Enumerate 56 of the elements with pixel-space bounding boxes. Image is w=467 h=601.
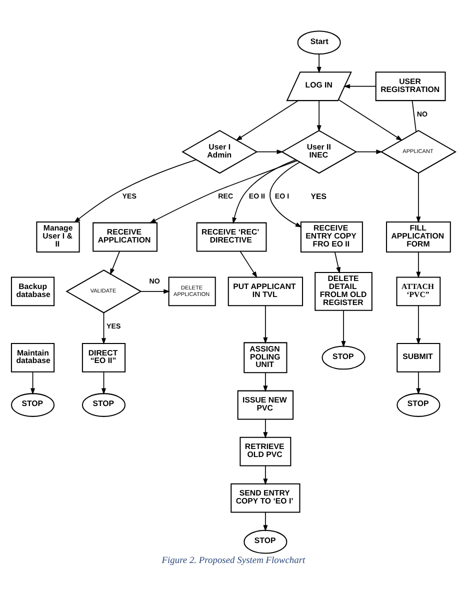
node-box: USER REGISTRATION [375,72,446,102]
node-ellipse: STOP [396,393,440,417]
node-ellipse: STOP [82,393,126,417]
node-box: ATTACH ‘PVC” [396,276,441,306]
node-box: PUT APPLICANT IN TVL [228,276,304,306]
node-box: DELETE DETAIL FROLM OLD REGISTER [314,272,372,311]
arrow [101,372,106,395]
node-box: FILL APPLICATION FORM [386,222,451,252]
arrow [416,372,421,395]
arrow [263,465,268,486]
node-diamond: User II INEC [280,130,358,174]
arrow [74,159,197,223]
node-box: RETRIEVE OLD PVC [240,436,292,466]
arrow [263,372,268,392]
node-box: DIRECT “EO II” [82,342,126,372]
arrow [334,252,341,274]
arrow [263,512,268,532]
arrow [343,84,376,89]
arrow [416,306,421,345]
node-box: SUBMIT [396,342,440,372]
node-ellipse: STOP [10,393,55,417]
arrow [149,160,298,224]
caption: Figure 2. Proposed System Flowchart [162,556,306,566]
arrow [341,310,346,348]
node-diamond: User I Admin [182,130,258,174]
arrow [416,252,421,278]
arrow [270,162,302,228]
arrow [110,250,120,276]
arrow [256,150,284,154]
arrow [30,372,36,395]
label: YES [310,192,327,201]
connector [412,100,416,132]
arrow [316,100,322,132]
node-box: SEND ENTRY COPY TO ‘EO I’ [230,483,300,513]
node-ellipse: STOP [322,346,366,370]
node-box: RECEIVE ‘REC’ DIRECTIVE [196,222,267,252]
arrow [338,99,403,141]
arrow [232,159,296,224]
node-box: RECEIVE ENTRY COPY FRO EO II [300,222,363,252]
arrow [240,250,258,278]
node-box: ASSIGN POLING UNIT [244,342,288,374]
arrow [316,54,322,74]
node-box: Maintain database [10,342,55,372]
node-ellipse: STOP [244,530,288,554]
node-box: RECEIVE APPLICATION [92,222,158,252]
arrow [416,172,421,224]
node-box: Manage User I & II [36,222,80,252]
node-ellipse: Start [297,30,341,55]
arrow [263,418,268,439]
node-box: Backup database [10,276,55,306]
arrow [101,312,106,345]
arrow [236,100,298,141]
arrow [356,150,383,154]
arrow [263,306,268,344]
arrow [140,289,170,294]
node-box: ISSUE NEW PVC [237,390,294,420]
